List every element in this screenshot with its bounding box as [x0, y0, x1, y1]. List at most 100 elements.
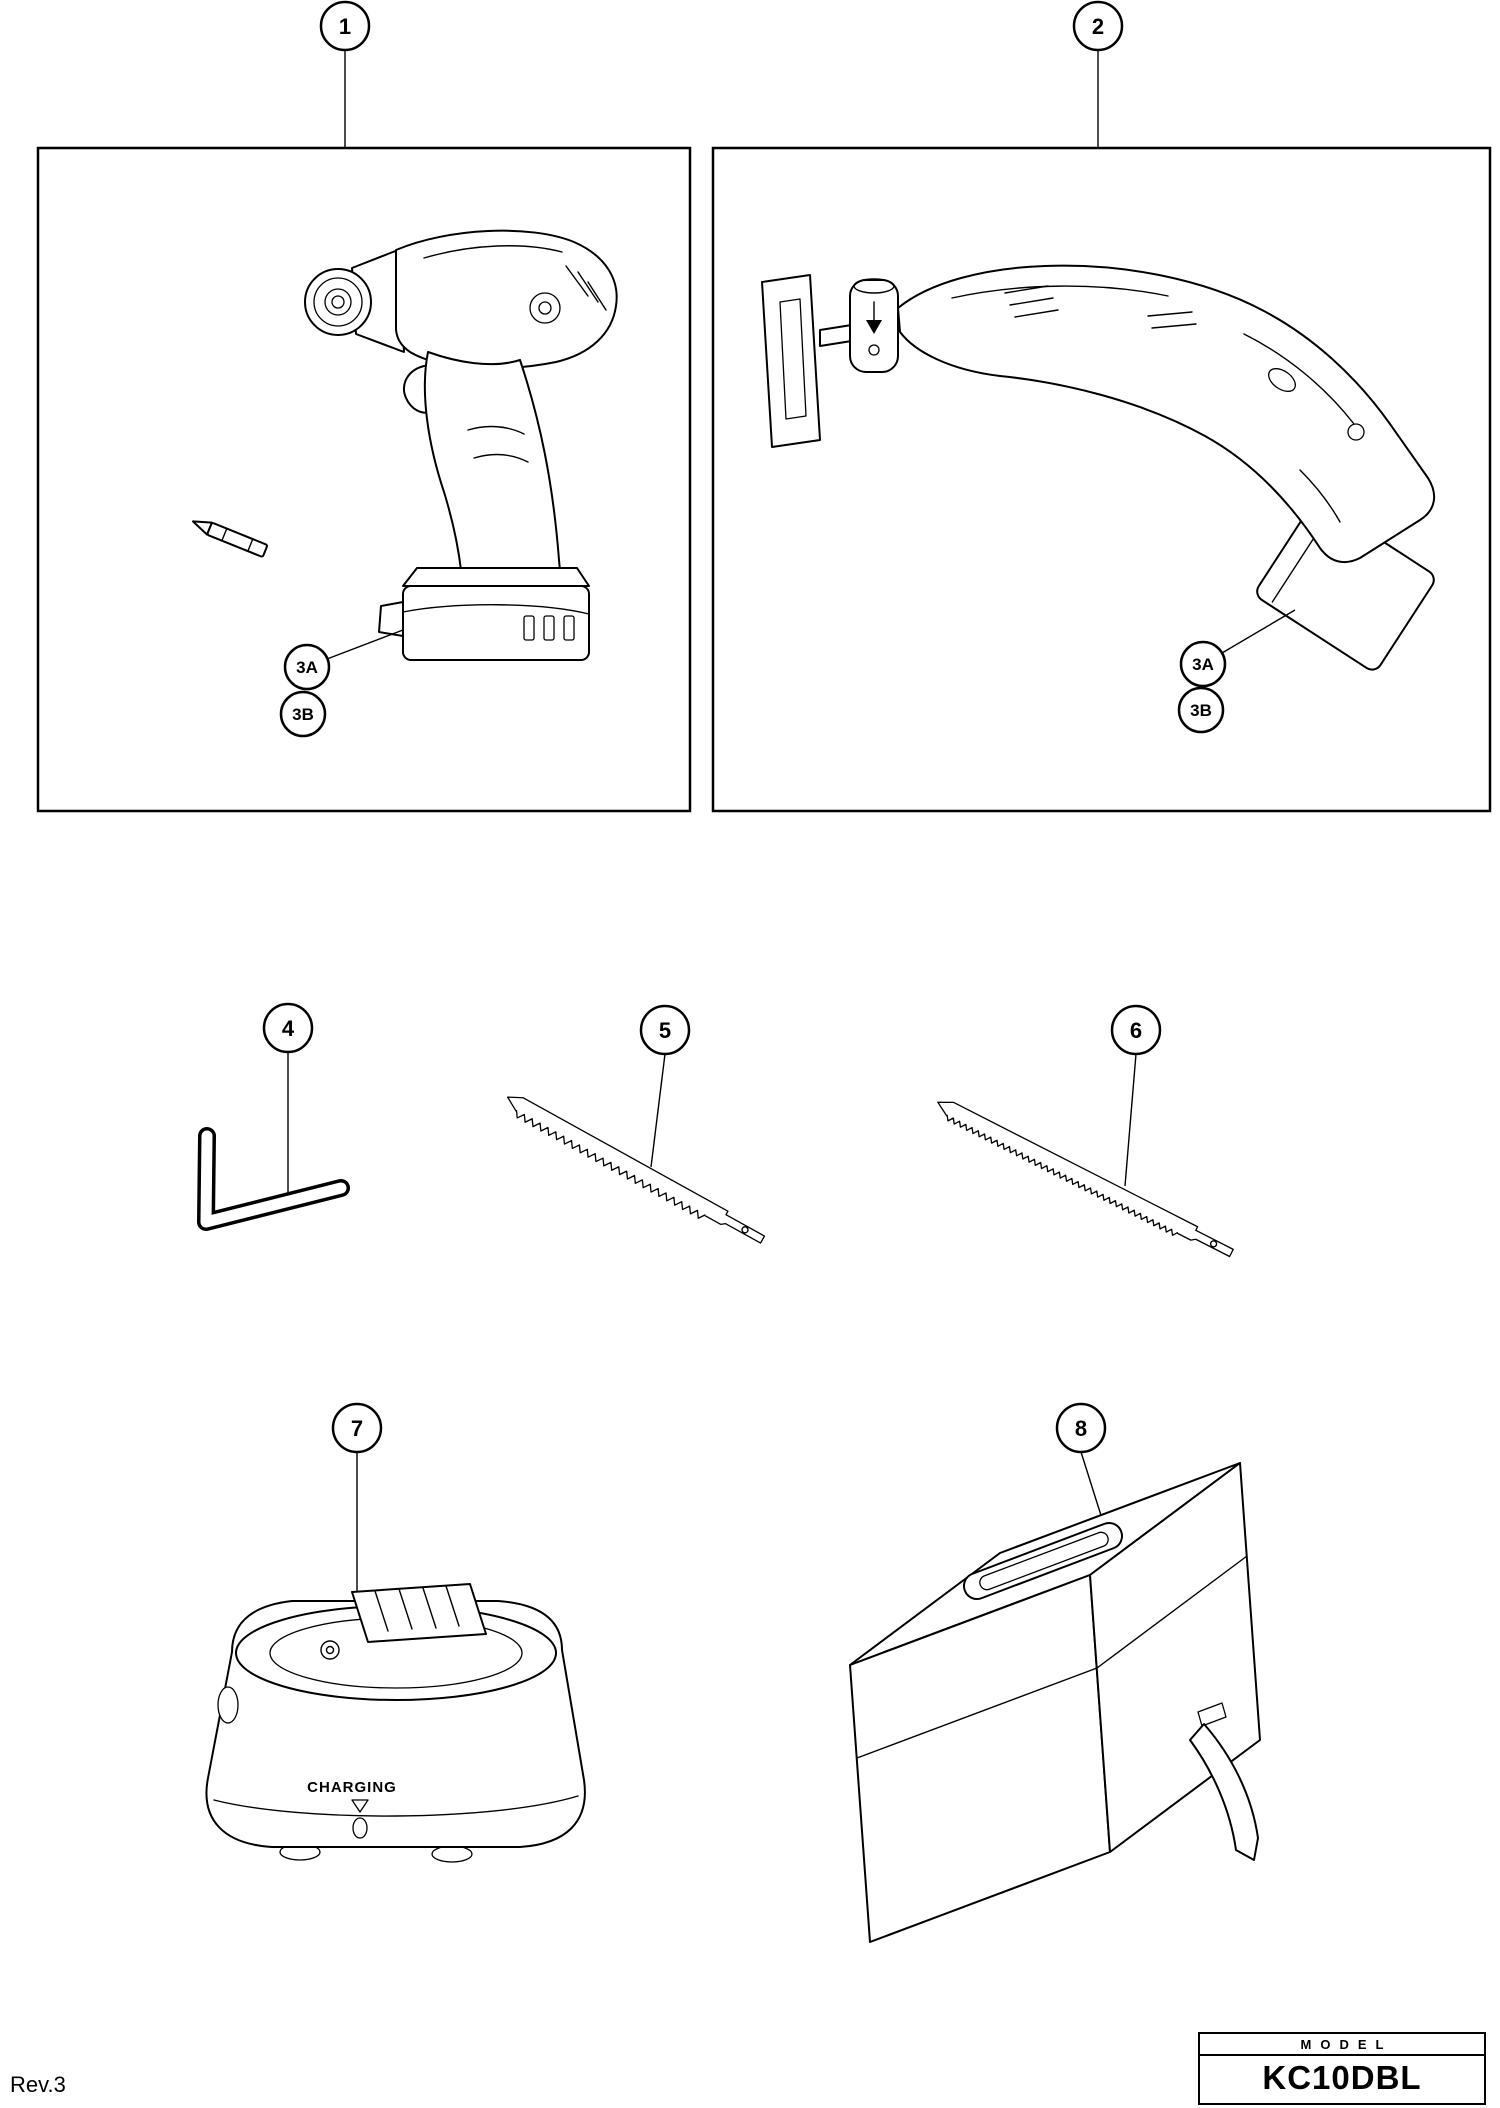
- saw-vent-line: [1147, 311, 1193, 317]
- leader-line-3a-panel1: [326, 629, 404, 660]
- leader-line-5: [650, 1053, 666, 1168]
- saw-body-details: [951, 285, 1365, 523]
- saw-grip-line: [1299, 469, 1341, 523]
- callout-2: 2: [1072, 0, 1124, 148]
- saw-clamp-pin: [868, 344, 880, 356]
- driver-body-details: [423, 245, 607, 324]
- saw-body-contour: [951, 285, 1169, 299]
- charger-base-seam: [213, 1795, 579, 1817]
- callout-3b-panel1: 3B: [279, 690, 327, 738]
- callout-3b-panel2: 3B: [1177, 686, 1225, 734]
- grip-line: [467, 425, 525, 435]
- battery-vent-slot: [543, 615, 555, 641]
- charger-screw-boss: [320, 1640, 340, 1660]
- saw-shoe-slot: [779, 298, 807, 420]
- strap-clip: [1197, 1702, 1227, 1727]
- callout-3b-label: 3B: [1190, 701, 1212, 720]
- driver-vent-line: [577, 271, 599, 303]
- charger-side-tab: [217, 1686, 239, 1724]
- terminal-slot: [398, 1588, 413, 1630]
- case-lid-seam-side: [1096, 1555, 1248, 1669]
- callout-2-label: 2: [1092, 14, 1104, 39]
- callout-1-label: 1: [339, 14, 351, 39]
- bit-collar-line: [221, 527, 228, 542]
- strap-band: [1189, 1723, 1259, 1861]
- charger-terminal-block: [351, 1583, 487, 1643]
- terminal-slot: [445, 1585, 460, 1627]
- charging-label: CHARGING: [307, 1779, 397, 1796]
- case-handle-slot: [979, 1531, 1109, 1591]
- battery-vent-slot: [563, 615, 575, 641]
- callout-3a-label: 3A: [1192, 655, 1214, 674]
- case-strap: [1189, 1702, 1259, 1861]
- driver-vent-line: [587, 281, 607, 311]
- callout-3a-label: 3A: [296, 658, 318, 677]
- battery-seam: [402, 604, 590, 615]
- case-lid-seam-front: [856, 1667, 1098, 1759]
- recip-saw-illustration: [761, 264, 1436, 671]
- hex-wrench-illustration: [197, 1127, 350, 1231]
- callout-4: 4: [262, 1002, 314, 1196]
- driver-chuck: [304, 268, 372, 336]
- callout-5-circle: [639, 1004, 691, 1056]
- driver-badge-inner: [538, 301, 552, 315]
- saw-vent-line: [1014, 309, 1059, 318]
- callout-1-circle: [319, 0, 371, 52]
- callout-8: 8: [1055, 1402, 1107, 1529]
- blade-release-arrow-icon: [866, 320, 882, 334]
- model-plate: MODEL KC10DBL: [1198, 2032, 1486, 2105]
- saw-vent-line: [1151, 323, 1197, 329]
- saw-pivot-screw: [1347, 423, 1365, 441]
- hex-wrench-fill: [200, 1130, 347, 1228]
- charger-screw: [325, 1645, 335, 1655]
- terminal-slot: [422, 1587, 437, 1629]
- case-illustration: [849, 1462, 1261, 1943]
- charger-foot: [431, 1845, 473, 1863]
- callout-7: 7: [331, 1402, 383, 1604]
- leader-line-3a-panel2: [1221, 609, 1296, 654]
- callout-3a-circle: [1179, 640, 1227, 688]
- blade-6-mount-hole: [1209, 1240, 1218, 1248]
- battery-front-face: [402, 585, 590, 661]
- terminal-block-body: [351, 1583, 487, 1643]
- callout-5-label: 5: [659, 1018, 671, 1043]
- saw-body: [897, 264, 1436, 564]
- blade-6-teeth: [946, 1114, 1179, 1236]
- driver-battery: [378, 567, 590, 661]
- leader-line-6: [1124, 1053, 1137, 1187]
- callout-6-label: 6: [1130, 1018, 1142, 1043]
- battery-top-face: [402, 567, 590, 587]
- charger-illustration: CHARGING: [205, 1583, 586, 1863]
- revision-label: Rev.3: [10, 2072, 66, 2097]
- grip-line: [473, 453, 529, 463]
- saw-vent-line: [1004, 285, 1049, 294]
- callout-3b-circle: [279, 690, 327, 738]
- blade-6-body: [937, 1101, 1234, 1258]
- driver-bit: [192, 520, 268, 558]
- callout-7-label: 7: [351, 1416, 363, 1441]
- bit-groove-line: [247, 539, 254, 551]
- callout-5: 5: [639, 1004, 691, 1168]
- callout-7-circle: [331, 1402, 383, 1454]
- blade-5-teeth: [515, 1109, 706, 1219]
- callout-6-circle: [1110, 1004, 1162, 1056]
- callout-8-label: 8: [1075, 1416, 1087, 1441]
- saw-blade-6-illustration: [937, 1101, 1234, 1258]
- callout-3b-label: 3B: [292, 705, 314, 724]
- pilot-marker-icon: [351, 1799, 369, 1813]
- driver-vent-line: [565, 265, 589, 297]
- blade-5-mount-hole: [741, 1226, 749, 1234]
- callout-6: 6: [1110, 1004, 1162, 1187]
- battery-vent-slot: [523, 615, 535, 641]
- driver-grip-lines: [467, 425, 529, 463]
- bit-shank: [206, 522, 268, 558]
- pilot-lamp: [352, 1817, 368, 1839]
- callout-4-label: 4: [282, 1016, 295, 1041]
- saw-body-contour: [1243, 333, 1355, 425]
- battery-latch: [378, 601, 404, 637]
- saw-blade-5-illustration: [506, 1096, 766, 1244]
- model-plate-value: KC10DBL: [1262, 2059, 1422, 2096]
- callout-3a-panel1: 3A: [283, 629, 404, 691]
- saw-vent-line: [1009, 297, 1054, 306]
